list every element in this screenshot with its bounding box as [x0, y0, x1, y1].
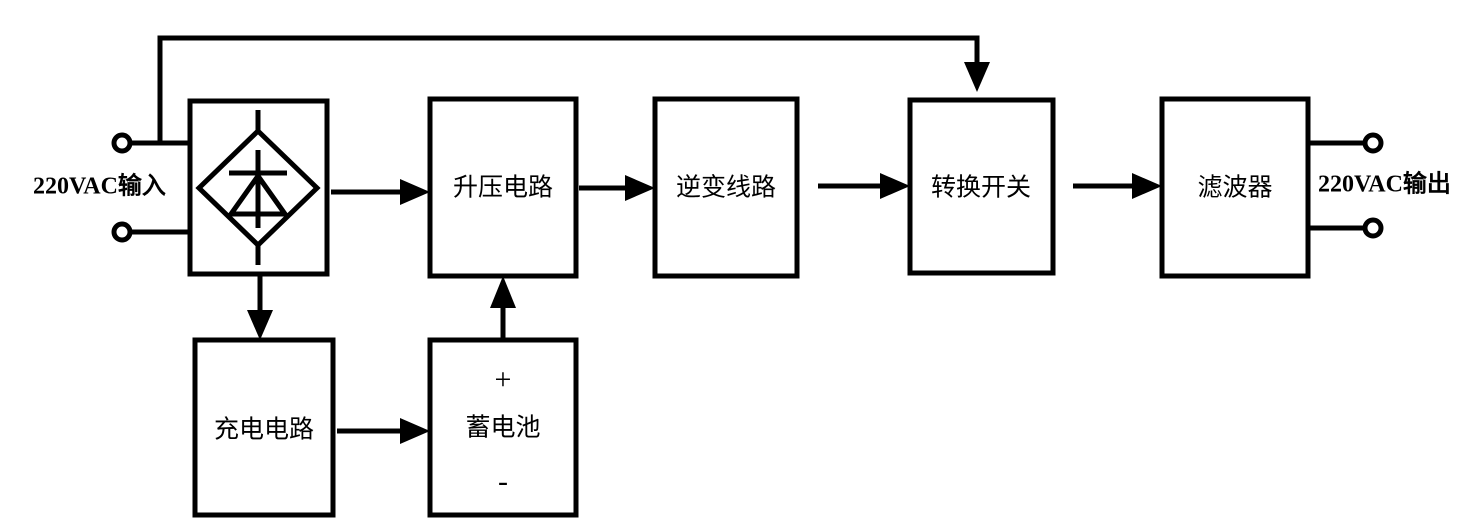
- rectifier-diode-triangle: [226, 171, 290, 217]
- wire-battery-to-boost: [490, 276, 516, 340]
- block-boost[interactable]: 升压电路: [427, 96, 579, 279]
- input-port-label: 220VAC输入: [33, 172, 166, 200]
- block-charger[interactable]: 充电电路: [192, 337, 336, 518]
- charger-box[interactable]: [192, 337, 336, 518]
- battery-minus-label: -: [498, 465, 508, 498]
- wire-inverter-to-switch: [818, 173, 910, 199]
- filter-box[interactable]: [1159, 96, 1311, 279]
- wire-charger-to-battery: [337, 418, 430, 444]
- wire-boost-to-inverter: [579, 175, 655, 201]
- wire-rectifier-to-boost: [331, 179, 430, 205]
- transfer-switch-box[interactable]: [907, 97, 1056, 276]
- output-terminal-top: [1362, 132, 1384, 154]
- boost-label: 升压电路: [453, 174, 553, 202]
- input-terminal-bottom: [111, 221, 133, 243]
- battery-plus-label: +: [495, 363, 512, 396]
- battery-box[interactable]: [427, 337, 579, 518]
- block-inverter[interactable]: 逆变线路: [652, 96, 800, 279]
- inverter-label: 逆变线路: [676, 174, 776, 202]
- battery-label: 蓄电池: [465, 414, 540, 442]
- rectifier-diamond: [195, 127, 321, 249]
- inverter-box[interactable]: [652, 96, 800, 279]
- output-terminal-bottom: [1362, 217, 1384, 239]
- output-wiring: [1306, 132, 1384, 239]
- filter-label: 滤波器: [1197, 174, 1272, 202]
- block-rectifier[interactable]: [187, 98, 330, 277]
- wire-rectifier-to-charger: [247, 276, 273, 340]
- block-battery[interactable]: + 蓄电池 -: [427, 337, 579, 518]
- input-wiring: [111, 132, 192, 243]
- boost-box[interactable]: [427, 96, 579, 279]
- bypass-arrowhead: [964, 62, 990, 92]
- charger-label: 充电电路: [214, 416, 314, 444]
- wire-switch-to-filter: [1073, 173, 1162, 199]
- block-filter[interactable]: 滤波器: [1159, 96, 1311, 279]
- block-transfer-switch[interactable]: 转换开关: [907, 97, 1056, 276]
- input-terminal-top: [111, 132, 133, 154]
- output-port-label: 220VAC输出: [1318, 170, 1451, 198]
- bypass-feedback-wire: [157, 35, 990, 143]
- transfer-switch-label: 转换开关: [931, 174, 1031, 202]
